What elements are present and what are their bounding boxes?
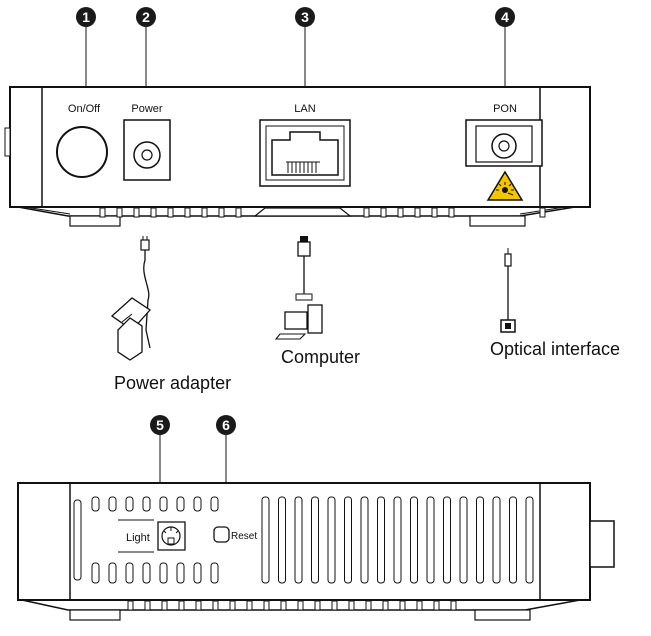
vent-slot	[210, 496, 219, 512]
light-label: Light	[126, 532, 150, 544]
svg-text:5: 5	[156, 417, 164, 433]
power-adapter-illustration: Power adapter	[110, 236, 231, 393]
optical-interface-label: Optical interface	[490, 339, 620, 359]
vent-slot	[426, 496, 435, 584]
light-indicator: Light	[118, 518, 204, 560]
vent-slot	[142, 496, 151, 512]
vent-slot	[476, 496, 484, 584]
vent-slot	[125, 562, 134, 584]
vent-slot	[159, 562, 168, 584]
vent-slot	[360, 496, 369, 584]
optical-interface-illustration: Optical interface	[490, 248, 620, 359]
on-off-button: On/Off	[56, 103, 108, 178]
vent-slot	[91, 562, 100, 584]
computer-illustration: Computer	[274, 236, 360, 367]
laser-warning-icon	[486, 170, 524, 201]
vent-slot	[176, 496, 185, 512]
pon-port: PON	[465, 103, 543, 167]
front-vent-slots	[99, 207, 546, 218]
vent-slot	[193, 496, 202, 512]
computer-label: Computer	[281, 347, 360, 367]
lan-label: LAN	[294, 103, 315, 115]
vent-slot	[492, 496, 501, 584]
pon-label: PON	[493, 103, 517, 115]
svg-text:4: 4	[501, 9, 509, 25]
vent-slot	[410, 496, 418, 584]
reset-button: Reset	[196, 518, 258, 556]
vent-slot	[108, 496, 117, 512]
vent-slot	[91, 496, 100, 512]
svg-text:3: 3	[301, 9, 309, 25]
vent-slot	[142, 562, 151, 584]
vent-slot	[443, 496, 451, 584]
vent-slot	[525, 496, 534, 584]
top-vent-slots	[73, 496, 534, 584]
vent-slot	[327, 496, 336, 584]
svg-text:1: 1	[82, 9, 90, 25]
vent-slot	[377, 496, 385, 584]
vent-slot	[210, 562, 219, 584]
vent-slot	[159, 496, 168, 512]
vent-slot	[73, 499, 82, 581]
vent-slot	[278, 496, 286, 584]
vent-slot	[261, 496, 270, 584]
top-vent-teeth	[127, 600, 457, 611]
power-label: Power	[131, 103, 163, 115]
vent-slot	[393, 496, 402, 584]
vent-slot	[125, 496, 134, 512]
vent-slot	[108, 562, 117, 584]
vent-slot	[344, 496, 352, 584]
svg-text:2: 2	[142, 9, 150, 25]
vent-slot	[459, 496, 468, 584]
lan-port: LAN	[259, 103, 351, 187]
svg-text:6: 6	[222, 417, 230, 433]
vent-slot	[509, 496, 517, 584]
power-port: Power	[123, 103, 171, 181]
reset-label: Reset	[231, 531, 257, 542]
vent-slot	[193, 562, 202, 584]
power-adapter-label: Power adapter	[114, 373, 231, 393]
on-off-label: On/Off	[68, 103, 101, 115]
vent-slot	[176, 562, 185, 584]
vent-slot	[311, 496, 319, 584]
vent-slot	[294, 496, 303, 584]
